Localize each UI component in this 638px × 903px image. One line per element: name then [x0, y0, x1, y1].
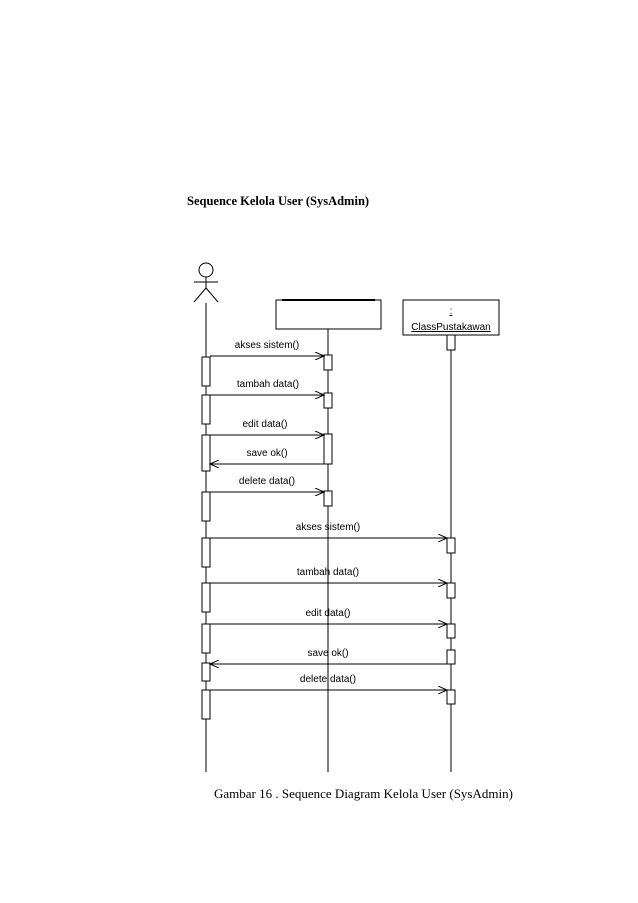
message-label: delete data() — [300, 674, 356, 685]
actor-activation — [201, 356, 211, 387]
object-2-activation — [446, 689, 456, 705]
actor-activation — [201, 537, 211, 568]
messages: akses sistem() tambah data() edit data() sa… — [210, 340, 447, 690]
message-label: edit data() — [305, 608, 350, 619]
object-box-2 — [402, 299, 500, 336]
actor-head — [198, 262, 214, 278]
object-1-activation — [323, 392, 333, 409]
object-2-activation — [446, 582, 456, 599]
object-2-activation — [446, 334, 456, 351]
actor-activation — [201, 394, 211, 425]
actor-figure — [193, 262, 219, 303]
message-label: delete data() — [239, 476, 295, 487]
diagram-heading: Sequence Kelola User (SysAdmin) — [187, 194, 370, 208]
actor-activation — [201, 623, 211, 654]
message-label: save ok() — [246, 448, 287, 459]
actor-activation — [201, 689, 211, 720]
message-label: akses sistem() — [235, 340, 299, 351]
object-2-activation — [446, 623, 456, 639]
actor-activation — [201, 582, 211, 613]
actor-leg-right — [205, 287, 219, 303]
object-2-activation — [446, 537, 456, 554]
figure-caption: Gambar 16 . Sequence Diagram Kelola User… — [214, 786, 513, 801]
object-1-activation — [323, 433, 333, 465]
actor-activation — [201, 434, 211, 472]
message-label: tambah data() — [297, 567, 359, 578]
object-1-activation — [323, 490, 333, 507]
object-box-1 — [275, 299, 382, 330]
message-label: edit data() — [242, 419, 287, 430]
actor-activation — [201, 662, 211, 682]
actor-leg-left — [193, 287, 207, 303]
actor-activation — [201, 491, 211, 522]
message-label: tambah data() — [237, 379, 299, 390]
object-1-activation — [323, 354, 333, 371]
message-label: save ok() — [307, 648, 348, 659]
object-2-label-top: : — [450, 306, 453, 317]
object-2-label: ClassPustakawan — [411, 322, 490, 333]
message-label: akses sistem() — [296, 522, 360, 533]
object-2-activation — [446, 649, 456, 665]
